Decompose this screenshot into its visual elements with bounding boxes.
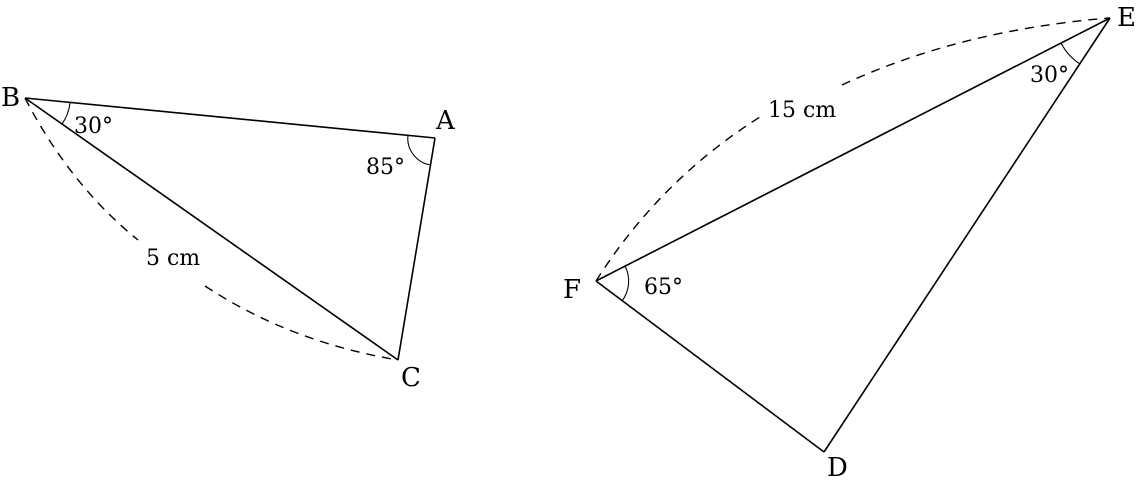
vertex-b-label: B	[1, 83, 20, 113]
side-ac	[397, 137, 436, 361]
side-fe	[595, 17, 1111, 282]
bc-measure-arc-lower	[204, 285, 399, 361]
angle-a-arc	[407, 134, 432, 166]
side-fd	[595, 280, 825, 453]
angle-e-arc	[1060, 42, 1081, 65]
triangle-abc: B A C 30° 85° 5 cm	[1, 83, 456, 393]
angle-f-label: 65°	[644, 275, 683, 300]
angle-b-label: 30°	[74, 114, 113, 139]
fe-measure-arc-lower	[595, 116, 761, 282]
side-ba	[24, 97, 436, 139]
vertex-e-label: E	[1117, 3, 1136, 33]
side-bc-length-label: 5 cm	[146, 246, 200, 271]
vertex-f-label: F	[563, 275, 581, 305]
vertex-d-label: D	[827, 453, 848, 483]
vertex-c-label: C	[401, 363, 421, 393]
side-ed	[823, 17, 1111, 453]
angle-b-arc	[61, 102, 71, 125]
side-bc	[24, 97, 399, 361]
side-fe-length-label: 15 cm	[768, 98, 836, 123]
angle-f-arc	[621, 265, 630, 302]
triangle-def: E F D 30° 65° 15 cm	[563, 3, 1136, 483]
angle-a-label: 85°	[366, 155, 405, 180]
vertex-a-label: A	[435, 106, 456, 136]
fe-measure-arc-upper	[841, 17, 1111, 86]
angle-e-label: 30°	[1030, 63, 1069, 88]
bc-measure-arc-upper	[24, 97, 139, 241]
